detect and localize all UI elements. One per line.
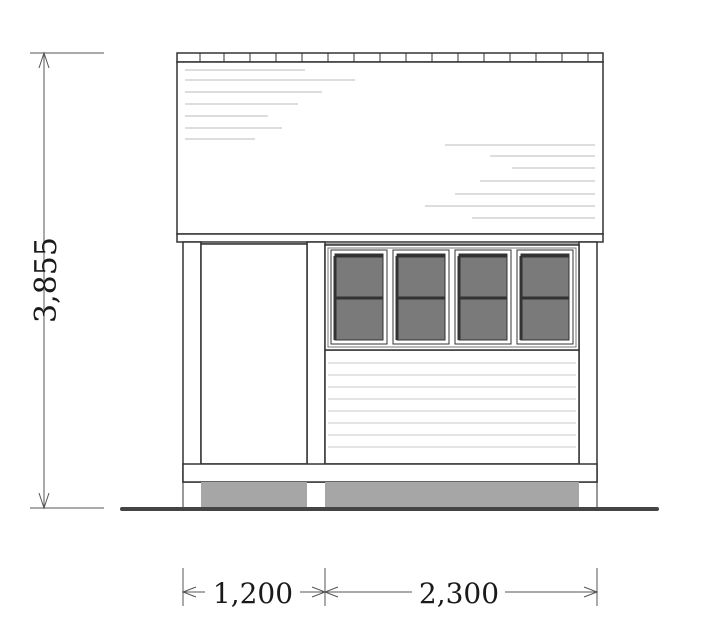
height-dimension-label: 3,855 xyxy=(29,237,64,323)
footings xyxy=(182,482,598,508)
door-panel xyxy=(200,243,308,465)
footing-left xyxy=(201,482,307,508)
width-dimensions xyxy=(181,568,599,606)
corner-post-right xyxy=(578,241,598,483)
window-pane xyxy=(454,249,512,345)
roof-fascia xyxy=(176,233,604,243)
siding-lines xyxy=(328,362,576,448)
window-pane xyxy=(330,249,388,345)
bottom-plate xyxy=(182,463,598,483)
width-dimension-right-label: 2,300 xyxy=(419,577,499,610)
window-band xyxy=(324,244,580,351)
center-post xyxy=(306,241,326,483)
wall xyxy=(182,241,598,483)
siding-panel xyxy=(324,349,580,465)
roof-texture-lines xyxy=(185,69,595,219)
height-dimension xyxy=(30,51,104,510)
corner-post-left xyxy=(182,241,202,483)
window-pane xyxy=(516,249,574,345)
ridge-tiles xyxy=(199,53,589,62)
roof-panel xyxy=(176,61,604,235)
width-dimension-left-label: 1,200 xyxy=(213,577,293,610)
roof-ridge xyxy=(176,52,604,63)
footing-right xyxy=(325,482,579,508)
roof xyxy=(176,52,604,243)
window-pane xyxy=(392,249,450,345)
